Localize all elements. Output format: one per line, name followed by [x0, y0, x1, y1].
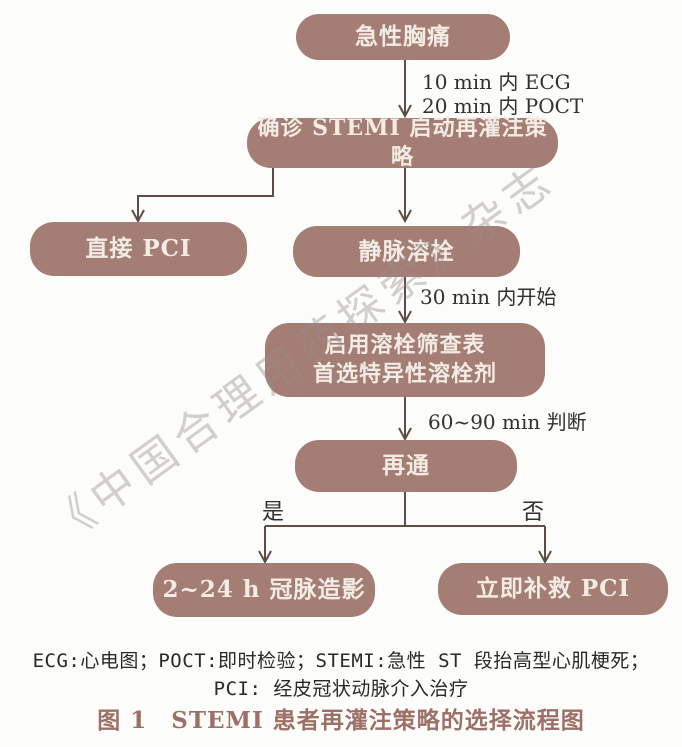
edge-label-ecg-time: 10 min 内 ECG: [422, 70, 571, 94]
arrowhead-stemi-to-pci: [131, 209, 145, 224]
node-iv-thrombolysis: 静脉溶栓: [293, 226, 520, 277]
edge-label-no: 否: [522, 500, 545, 525]
arrowhead-stemi-to-thrombolysis: [398, 209, 412, 224]
node-iv-thrombolysis-label: 静脉溶栓: [358, 237, 455, 265]
abbreviation-note-line2: PCI: 经皮冠状动脉介入治疗: [213, 678, 469, 700]
edge-label-poct-time: 20 min 内 POCT: [422, 94, 584, 118]
abbreviation-note-line1: ECG:心电图；POCT:即时检验；STEMI:急性 ST 段抬高型心肌梗死；: [32, 650, 650, 672]
node-coronary-angiography-label: 2~24 h 冠脉造影: [162, 576, 366, 604]
arrowhead-chestpain-to-stemi: [398, 104, 412, 119]
arrowhead-thrombolysis-to-screening: [398, 310, 412, 325]
edge-label-judge-time: 60~90 min 判断: [428, 410, 587, 434]
node-reperfused-label: 再通: [382, 452, 430, 480]
node-coronary-angiography: 2~24 h 冠脉造影: [153, 563, 375, 617]
node-screening-line1: 启用溶栓筛查表: [324, 332, 486, 359]
arrowhead-screening-to-reperfused: [398, 427, 412, 442]
node-screening-line2: 首选特异性溶栓剂: [312, 361, 497, 387]
arrowhead-yes-branch: [258, 550, 272, 565]
node-primary-pci-label: 直接 PCI: [85, 235, 192, 263]
edge-label-yes: 是: [262, 500, 285, 525]
figure-caption: 图 1 STEMI 患者再灌注策略的选择流程图: [97, 707, 585, 734]
node-rescue-pci-label: 立即补救 PCI: [475, 575, 631, 603]
node-reperfused: 再通: [295, 440, 517, 492]
node-acute-chest-pain-label: 急性胸痛: [355, 23, 451, 51]
arrowhead-no-branch: [538, 550, 552, 565]
arrow-stemi-to-pci: [137, 168, 274, 219]
node-primary-pci: 直接 PCI: [30, 222, 247, 276]
node-confirm-stemi: 确诊 STEMI 启动再灌注策略: [247, 115, 558, 170]
node-thrombolysis-screening: 启用溶栓筛查表 首选特异性溶栓剂: [265, 323, 545, 397]
node-confirm-stemi-label: 确诊 STEMI 启动再灌注策略: [257, 115, 548, 170]
edge-label-start-time: 30 min 内开始: [420, 285, 557, 309]
node-rescue-pci: 立即补救 PCI: [438, 563, 668, 615]
node-acute-chest-pain: 急性胸痛: [296, 14, 510, 60]
